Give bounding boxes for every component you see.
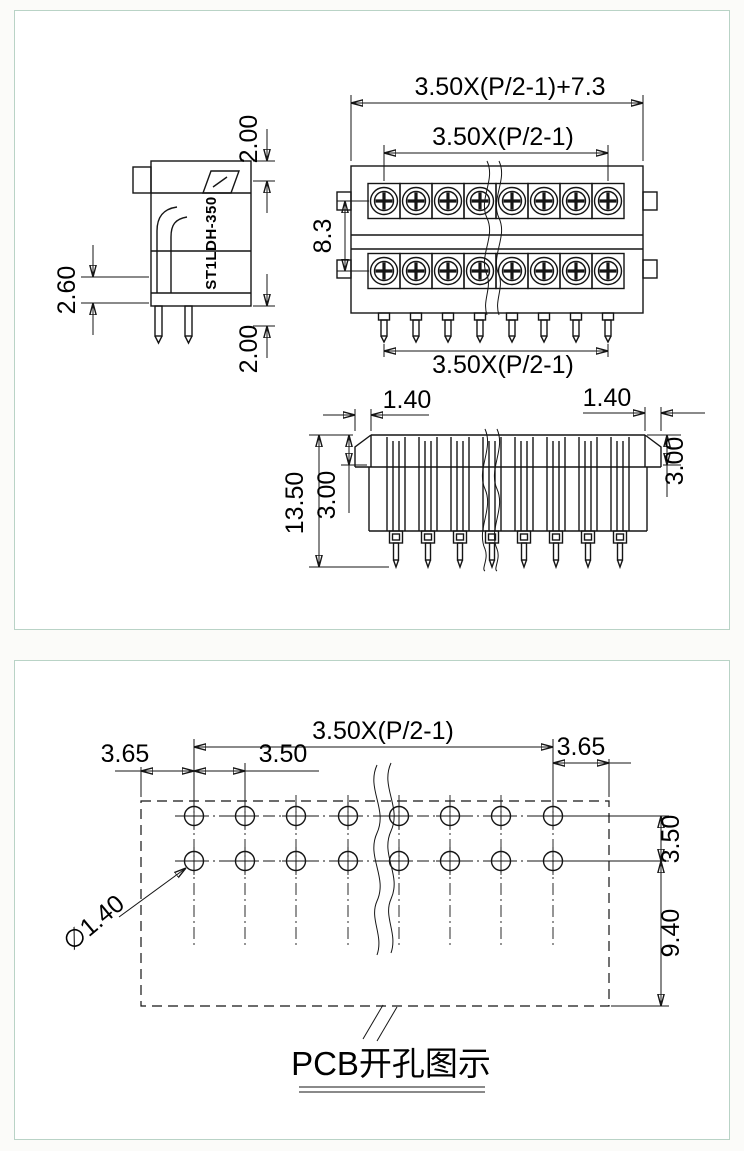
dim-tab-left: 1.40 (383, 386, 432, 414)
connector-body (350, 165, 644, 314)
dim-margin-left: 3.65 (101, 740, 150, 768)
dim-flange-left: 3.00 (313, 471, 341, 520)
terminal-array (366, 181, 626, 291)
slot-array (386, 436, 630, 568)
side-view: ST1LDH-350 2.60 2.00 2.00 (53, 115, 275, 374)
dim-lead-offset: 2.60 (53, 266, 81, 315)
break-line (483, 160, 491, 316)
pcb-layout-svg: 3.50X(P/2-1) 3.65 3.50 3.65 3.50 9.40 ∅1… (58, 717, 685, 1093)
dim-tab-right: 1.40 (583, 384, 632, 412)
drill-holes (179, 801, 568, 876)
dim-hole-diameter: ∅1.40 (58, 890, 130, 957)
part-number-label: ST1LDH-350 (203, 196, 220, 289)
dim-flange-right: 3.00 (661, 437, 689, 486)
pcb-outline (140, 800, 610, 1007)
pin-row (377, 312, 615, 343)
break-line (495, 160, 503, 316)
brand-logo-icon (202, 170, 240, 194)
dim-span-top: 3.50X(P/2-1) (432, 123, 574, 151)
side-tab (642, 259, 658, 279)
bottom-view: 1.40 1.40 13.50 3.00 3.00 (281, 384, 705, 572)
break-line (493, 428, 501, 572)
dim-hole-pitch: 3.50 (259, 740, 308, 768)
flange-tab (354, 434, 372, 467)
break-mark (376, 1006, 398, 1042)
drawing-panel-top: ST1LDH-350 2.60 2.00 2.00 (14, 10, 730, 630)
front-view: 3.50X(P/2-1)+7.3 3.50X(P/2-1) 8.3 3.50X(… (309, 73, 658, 379)
solder-pin (184, 305, 193, 337)
solder-pin (154, 305, 163, 337)
dim-top-offset: 2.00 (235, 115, 263, 164)
side-tab (336, 259, 352, 279)
dim-hole-span: 3.50X(P/2-1) (312, 717, 454, 745)
break-line (481, 428, 489, 572)
dim-span-bottom: 3.50X(P/2-1) (432, 351, 574, 379)
hole-centerlines (175, 795, 573, 949)
bent-lead (170, 216, 188, 293)
dim-margin-right: 3.65 (557, 733, 606, 761)
pcb-caption: PCB开孔图示 (291, 1045, 491, 1082)
dim-height: 13.50 (281, 472, 309, 535)
dim-overall-width: 3.50X(P/2-1)+7.3 (414, 73, 605, 101)
connector-views-svg: ST1LDH-350 2.60 2.00 2.00 (53, 73, 705, 572)
dim-row-pitch: 3.50 (657, 815, 685, 864)
break-line (387, 762, 395, 954)
pcb-layout: 3.50X(P/2-1) 3.65 3.50 3.65 3.50 9.40 ∅1… (58, 717, 685, 1042)
break-line (373, 764, 381, 956)
dim-bottom-margin: 9.40 (657, 909, 685, 958)
flange-tab (644, 434, 662, 467)
break-mark (362, 1004, 384, 1040)
drawing-panel-pcb: 3.50X(P/2-1) 3.65 3.50 3.65 3.50 9.40 ∅1… (14, 660, 730, 1140)
dim-bottom-offset: 2.00 (235, 325, 263, 374)
bent-lead (156, 206, 178, 293)
dim-row-pitch: 8.3 (309, 219, 337, 254)
side-tab (642, 191, 658, 211)
